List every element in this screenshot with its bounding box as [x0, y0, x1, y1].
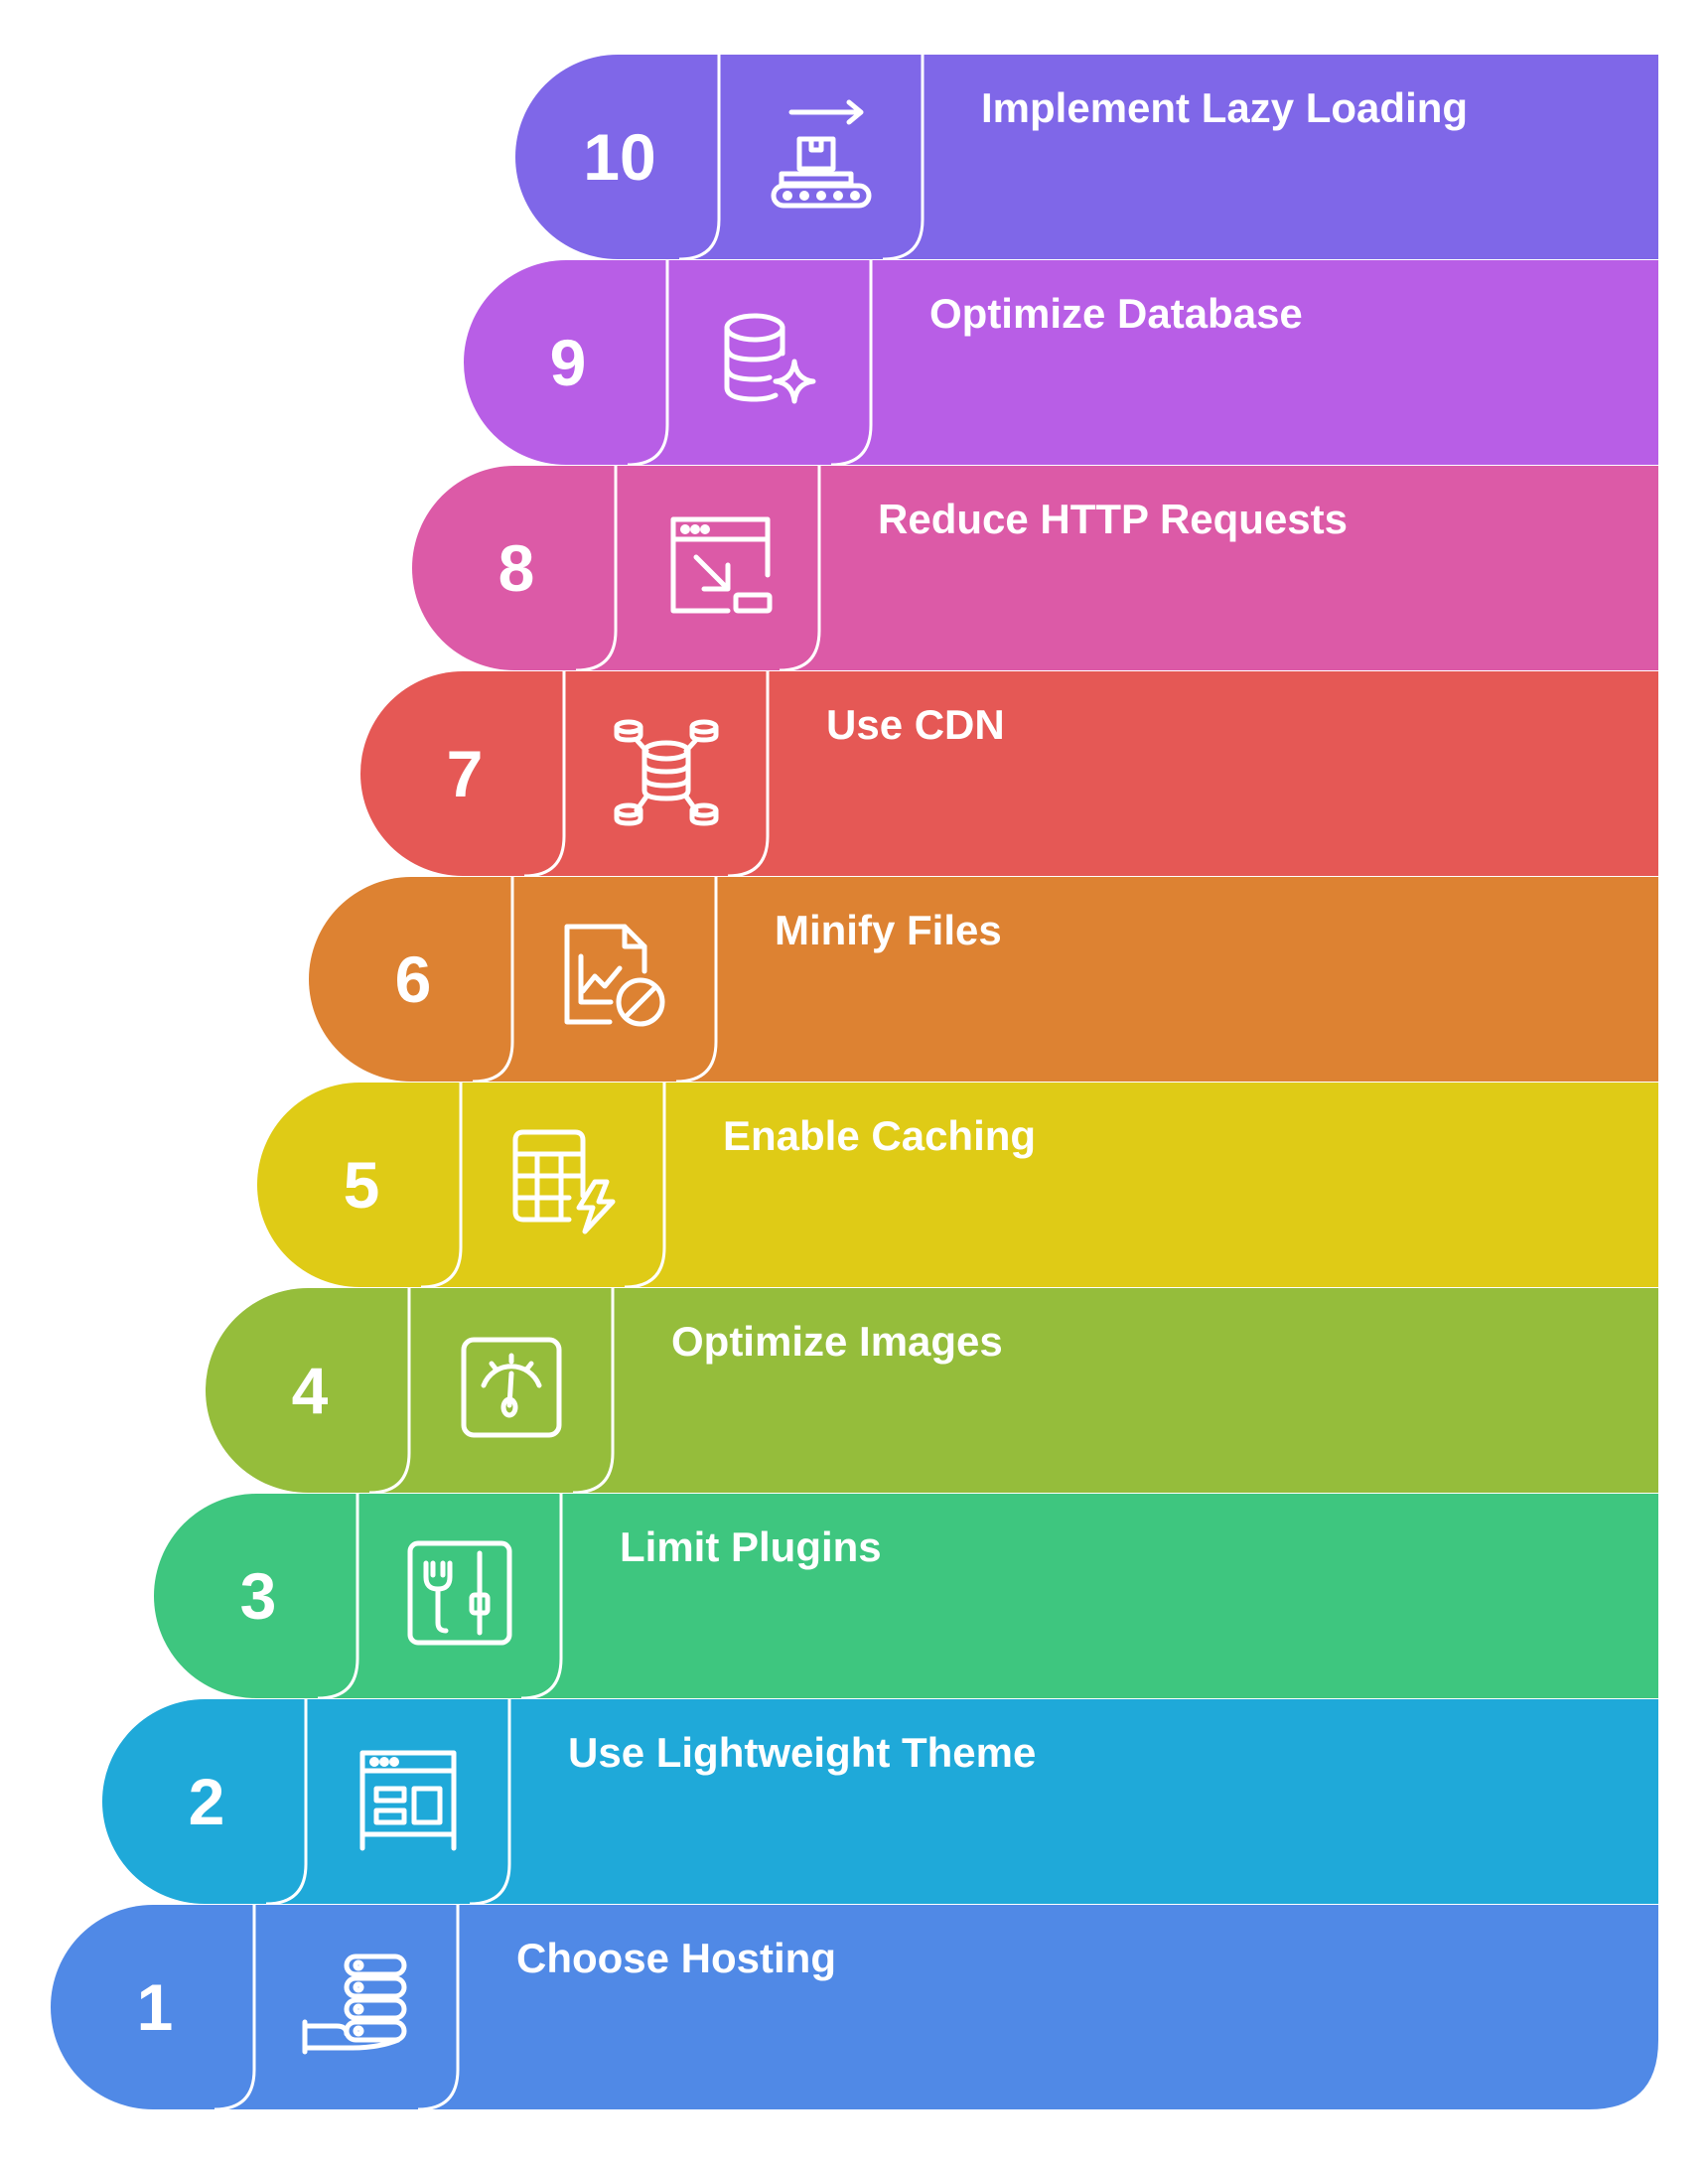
- column-separator: [265, 1699, 511, 1906]
- step-label: Minify Files: [775, 907, 1002, 953]
- step-band-shape: [206, 1288, 1658, 1493]
- step-band: [360, 671, 1658, 878]
- step-label: Limit Plugins: [620, 1523, 882, 1570]
- step-band: [257, 1083, 1658, 1289]
- step-label: Use Lightweight Theme: [568, 1729, 1037, 1776]
- column-separator: [627, 260, 873, 467]
- step-number: 2: [188, 1765, 225, 1838]
- column-separator: [575, 466, 821, 672]
- step-label: Enable Caching: [723, 1112, 1037, 1159]
- step-number: 3: [239, 1559, 277, 1633]
- step-8: 8 Reduce HTTP Requests: [412, 466, 1658, 672]
- column-separator: [472, 877, 718, 1084]
- step-1: 1 Choose Hosting: [51, 1905, 1658, 2111]
- step-band: [154, 1494, 1658, 1700]
- step-9: 9 Optimize Database: [464, 260, 1658, 467]
- file-chart-blocked-icon: [564, 924, 665, 1027]
- step-band-shape: [51, 1905, 1658, 2109]
- layout-window-icon: [359, 1750, 457, 1851]
- step-label: Optimize Images: [671, 1318, 1003, 1365]
- step-number: 8: [498, 531, 535, 605]
- hand-server-icon: [302, 1953, 407, 2055]
- column-separator: [317, 1494, 563, 1700]
- step-band: [206, 1288, 1658, 1495]
- step-10: 10 Implement Lazy Loading: [515, 55, 1658, 261]
- step-label: Use CDN: [826, 701, 1005, 748]
- step-number: 4: [291, 1354, 329, 1427]
- column-separator: [214, 1905, 460, 2111]
- network-database-icon: [614, 719, 719, 826]
- step-7: 7 Use CDN: [360, 671, 1658, 878]
- step-band: [309, 877, 1658, 1084]
- step-band: [102, 1699, 1658, 1906]
- database-sparkle-icon: [724, 313, 816, 404]
- step-5: 5 Enable Caching: [257, 1083, 1658, 1289]
- step-label: Reduce HTTP Requests: [878, 496, 1349, 542]
- browser-arrow-icon: [670, 516, 773, 614]
- step-band-shape: [360, 671, 1658, 876]
- step-label: Implement Lazy Loading: [981, 84, 1469, 131]
- column-separator: [678, 55, 925, 261]
- step-number: 6: [394, 942, 432, 1016]
- conveyor-box-icon: [771, 99, 872, 209]
- step-number: 5: [343, 1148, 380, 1222]
- gauge-icon: [461, 1337, 562, 1438]
- step-4: 4 Optimize Images: [206, 1288, 1658, 1495]
- step-number: 9: [549, 326, 587, 399]
- step-band-shape: [102, 1699, 1658, 1904]
- step-band-shape: [154, 1494, 1658, 1698]
- step-band-shape: [257, 1083, 1658, 1287]
- table-lightning-icon: [512, 1129, 616, 1234]
- step-number: 7: [446, 737, 484, 810]
- step-label: Choose Hosting: [516, 1935, 836, 1981]
- step-3: 3 Limit Plugins: [154, 1494, 1658, 1700]
- step-number: 10: [583, 120, 656, 194]
- step-number: 1: [136, 1970, 174, 2044]
- step-band-shape: [309, 877, 1658, 1082]
- wrench-slider-icon: [407, 1540, 512, 1646]
- column-separator: [368, 1288, 615, 1495]
- column-separator: [420, 1083, 666, 1289]
- step-2: 2 Use Lightweight Theme: [102, 1699, 1658, 1906]
- step-band-shape: [464, 260, 1658, 465]
- step-label: Optimize Database: [929, 290, 1303, 337]
- step-band: [51, 1905, 1658, 2111]
- column-separator: [523, 671, 770, 878]
- step-6: 6 Minify Files: [309, 877, 1658, 1084]
- step-band: [464, 260, 1658, 467]
